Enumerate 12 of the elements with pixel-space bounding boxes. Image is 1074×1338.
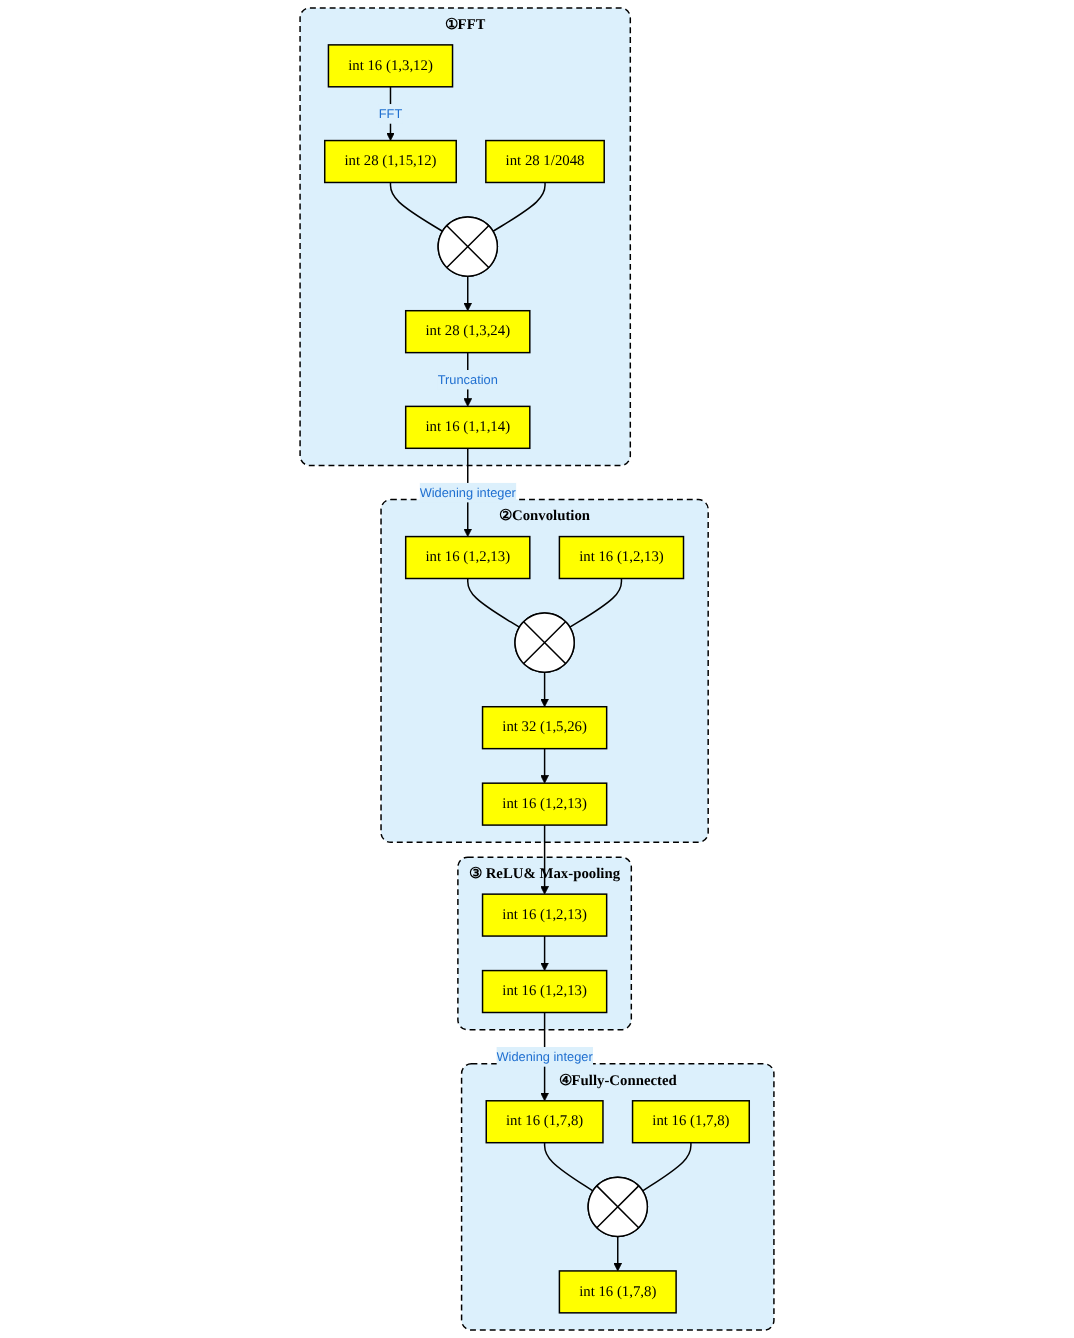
arrow [613, 1235, 623, 1272]
connector [389, 181, 444, 232]
connector [641, 1141, 692, 1192]
arrow [540, 671, 549, 708]
connector [492, 181, 546, 232]
connector [543, 1141, 594, 1192]
arrow [540, 747, 549, 784]
arrow [540, 935, 549, 971]
arrow [463, 275, 473, 312]
connector [467, 577, 521, 628]
arrow [540, 824, 549, 895]
connector [569, 577, 623, 628]
